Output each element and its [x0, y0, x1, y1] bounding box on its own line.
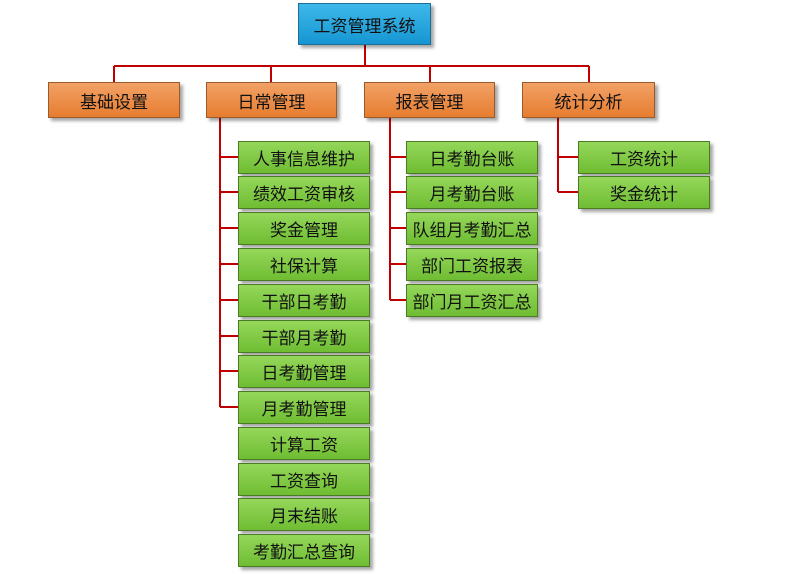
daily-item: 计算工资 — [238, 427, 370, 460]
report-item: 部门月工资汇总 — [406, 284, 538, 317]
category-daily-management: 日常管理 — [206, 82, 337, 118]
daily-item: 工资查询 — [238, 463, 370, 496]
category-basic-settings: 基础设置 — [48, 82, 180, 118]
report-item: 部门工资报表 — [406, 248, 538, 281]
daily-item: 人事信息维护 — [238, 141, 370, 174]
daily-item: 月末结账 — [238, 498, 370, 531]
daily-item: 绩效工资审核 — [238, 176, 370, 209]
daily-item: 干部月考勤 — [238, 320, 370, 353]
daily-item: 社保计算 — [238, 248, 370, 281]
daily-item: 日考勤管理 — [238, 355, 370, 388]
category-statistics: 统计分析 — [522, 82, 655, 118]
report-item: 队组月考勤汇总 — [406, 212, 538, 245]
daily-item: 考勤汇总查询 — [238, 534, 370, 567]
category-report-management: 报表管理 — [364, 82, 495, 118]
daily-item: 月考勤管理 — [238, 391, 370, 424]
stats-item: 工资统计 — [578, 141, 710, 174]
report-item: 日考勤台账 — [406, 141, 538, 174]
stats-item: 奖金统计 — [578, 176, 710, 209]
report-item: 月考勤台账 — [406, 176, 538, 209]
daily-item: 干部日考勤 — [238, 284, 370, 317]
root-node: 工资管理系统 — [298, 3, 431, 45]
daily-item: 奖金管理 — [238, 212, 370, 245]
